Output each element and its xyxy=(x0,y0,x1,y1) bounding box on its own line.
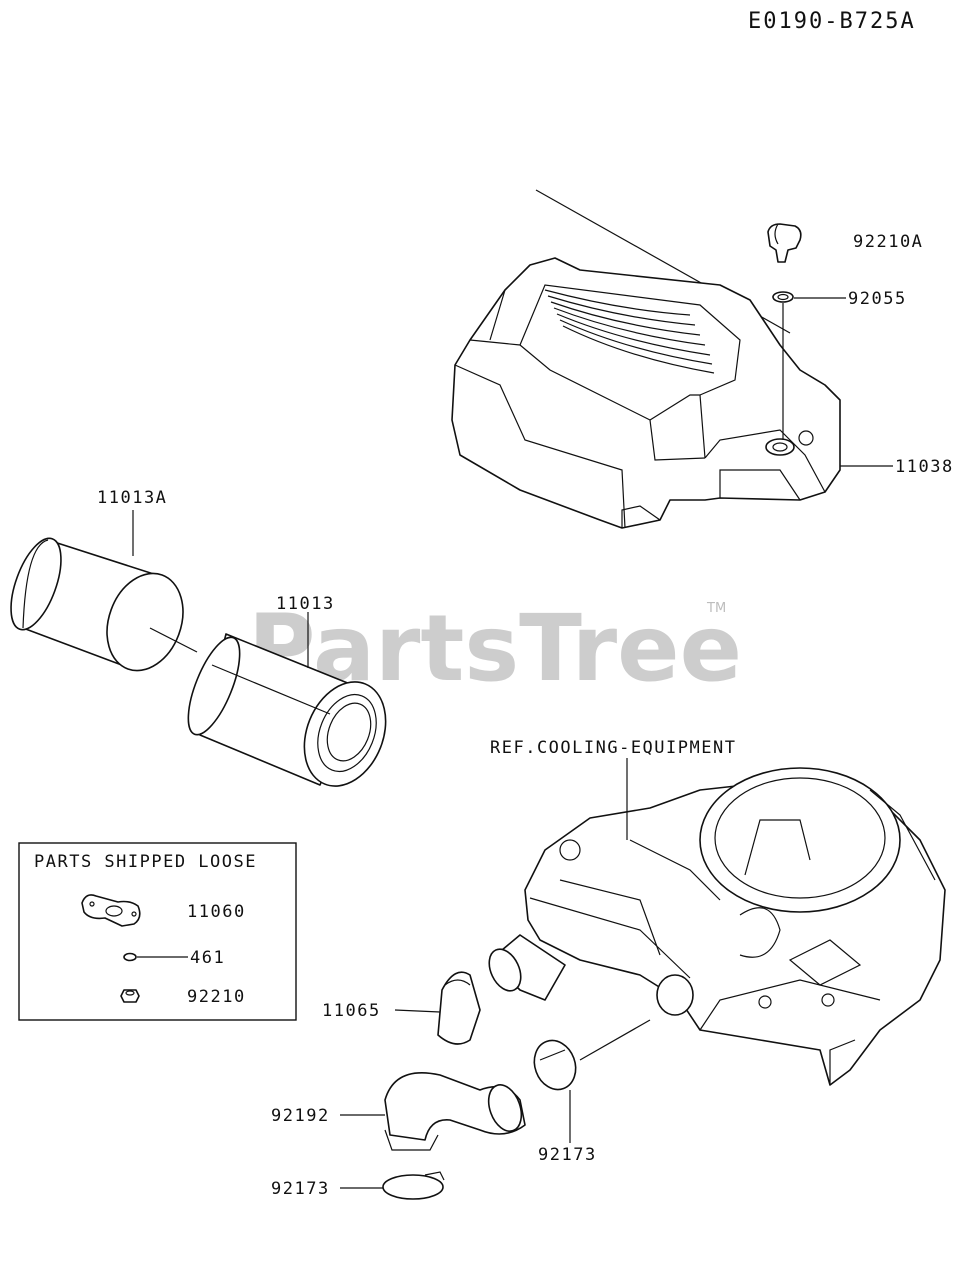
loose-box-title: PARTS SHIPPED LOOSE xyxy=(34,852,257,872)
air-filter-element[interactable] xyxy=(178,631,401,798)
callout-92192: 92192 xyxy=(271,1106,330,1126)
callout-92173-right: 92173 xyxy=(538,1145,597,1165)
cover-knob[interactable] xyxy=(767,223,802,263)
nut-92210[interactable] xyxy=(120,989,140,1003)
loose-item-11060: 11060 xyxy=(187,902,246,922)
cover-ribs xyxy=(544,289,715,374)
ref-cooling-equipment: REF.COOLING-EQUIPMENT xyxy=(490,738,736,758)
diagram-code: E0190-B725A xyxy=(748,9,916,34)
watermark-trademark: TM xyxy=(706,601,726,616)
clamp-axis-line xyxy=(579,1019,651,1061)
callout-11065: 11065 xyxy=(322,1001,381,1021)
loose-item-92210: 92210 xyxy=(187,987,246,1007)
sleeve-axis-line xyxy=(149,627,198,653)
blower-housing[interactable] xyxy=(524,767,946,1086)
callout-11013A: 11013A xyxy=(97,488,167,508)
loose-item-461: 461 xyxy=(190,948,225,968)
leader-11065 xyxy=(394,1009,441,1013)
hose-clamp-right[interactable] xyxy=(528,1035,583,1096)
washer[interactable] xyxy=(772,291,794,303)
gasket[interactable] xyxy=(81,894,141,927)
washer-hole xyxy=(777,293,789,301)
callout-92173-bottom: 92173 xyxy=(271,1179,330,1199)
callout-92210A: 92210A xyxy=(853,232,923,252)
washer-461[interactable] xyxy=(123,952,137,962)
callout-92055: 92055 xyxy=(848,289,907,309)
pre-cleaner-sleeve[interactable] xyxy=(1,532,196,681)
intake-elbow[interactable] xyxy=(437,971,481,1045)
callout-11013: 11013 xyxy=(276,594,335,614)
parts-shipped-loose-box xyxy=(18,842,297,1021)
air-cleaner-cover[interactable] xyxy=(451,257,841,529)
hose-clamp-bottom[interactable] xyxy=(382,1171,445,1200)
callout-11038: 11038 xyxy=(895,457,954,477)
air-hose[interactable] xyxy=(384,1071,527,1151)
intake-duct[interactable] xyxy=(483,934,566,1001)
